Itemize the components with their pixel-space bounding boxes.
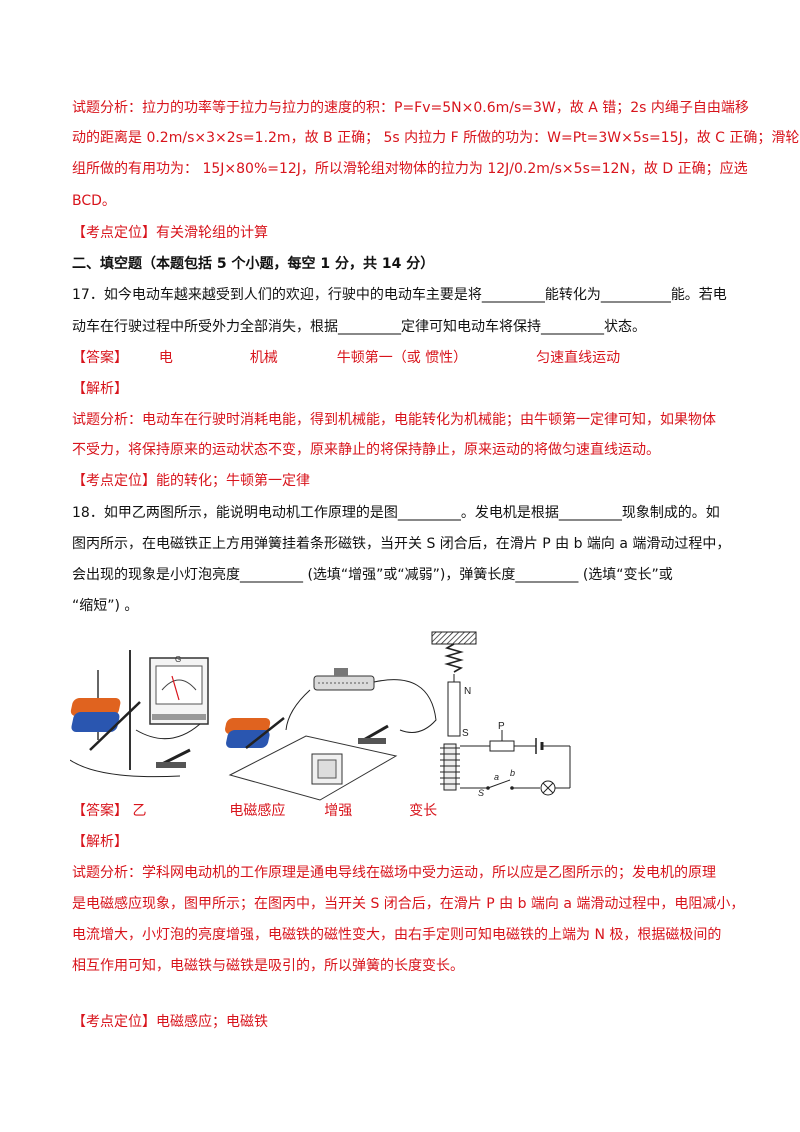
q17-analysis-line-1: 试题分析：电动车在行驶时消耗电能，得到机械能，电能转化为机械能；由牛顿第一定律可… [72, 412, 716, 428]
section-title: 二、填空题（本题包括 5 个小题，每空 1 分，共 14 分） [72, 256, 435, 272]
end-b-label: b [510, 768, 515, 778]
q18-answer-3: 增强 [324, 803, 353, 819]
q16-analysis-line-4: BCD。 [72, 193, 116, 209]
south-pole-label: S [462, 728, 469, 739]
q18-analysis-line-4: 相互作用可知，电磁铁与磁铁是吸引的，所以弹簧的长度变长。 [72, 958, 464, 974]
switch-label: S [478, 788, 484, 798]
q16-point: 【考点定位】有关滑轮组的计算 [72, 225, 268, 241]
q17-answer-1: 电 [158, 350, 173, 366]
q18-analysis-line-1: 试题分析：学科网电动机的工作原理是通电导线在磁场中受力运动，所以应是乙图所示的；… [72, 865, 716, 881]
q17-line-1: 17．如今电动车越来越受到人们的欢迎，行驶中的电动车主要是将_________能… [72, 287, 727, 303]
q17-point: 【考点定位】能的转化；牛顿第一定律 [72, 473, 310, 489]
q18-analysis-label: 【解析】 [72, 834, 128, 850]
north-pole-label: N [464, 686, 471, 697]
rheostat-icon [489, 740, 515, 752]
figure-a: G [70, 650, 209, 778]
q18-analysis-line-2: 是电磁感应现象，图甲所示；在图丙中，当开关 S 闭合后，在滑片 P 由 b 端向… [72, 896, 745, 912]
end-a-label: a [494, 772, 499, 782]
figure-c: N S P a b S [431, 631, 571, 798]
q16-analysis-line-3: 组所做的有用功为： 15J×80%=12J，所以滑轮组对物体的拉力为 12J/0… [72, 161, 748, 177]
q17-answer-row: 【答案】 电 机械 牛顿第一（或 惯性） 匀速直线运动 [72, 347, 620, 369]
q18-line-3: 会出现的现象是小灯泡亮度_________ (选填“增强”或“减弱”)，弹簧长度… [72, 567, 673, 583]
q18-answer-1: 乙 [132, 803, 147, 819]
q17-answer-label: 【答案】 [72, 350, 128, 366]
q18-answer-row: 【答案】 乙 电磁感应 增强 变长 [72, 800, 437, 822]
q18-answer-label: 【答案】 [72, 803, 128, 819]
q18-answer-4: 变长 [409, 803, 438, 819]
q18-point: 【考点定位】电磁感应；电磁铁 [72, 1014, 268, 1030]
q17-answer-4: 匀速直线运动 [536, 350, 621, 366]
q18-line-2: 图丙所示，在电磁铁正上方用弹簧挂着条形磁铁，当开关 S 闭合后，在滑片 P 由 … [72, 536, 731, 552]
q16-analysis-line-1: 试题分析：拉力的功率等于拉力与拉力的速度的积：P=Fv=5N×0.6m/s=3W… [72, 100, 749, 116]
q18-line-1: 18．如甲乙两图所示，能说明电动机工作原理的是图_________。发电机是根据… [72, 505, 720, 521]
slider-label: P [498, 721, 505, 732]
q17-analysis-label: 【解析】 [72, 381, 128, 397]
q17-analysis-line-2: 不受力，将保持原来的运动状态不变，原来静止的将保持静止，原来运动的将做匀速直线运… [72, 442, 660, 458]
galvanometer-label: G [175, 655, 181, 664]
q17-answer-3: 牛顿第一（或 惯性） [336, 350, 468, 366]
q16-analysis-line-2: 动的距离是 0.2m/s×3×2s=1.2m，故 B 正确； 5s 内拉力 F … [72, 130, 800, 146]
q17-line-2: 动车在行驶过程中所受外力全部消失，根据_________定律可知电动车将保持__… [72, 319, 646, 335]
q17-answer-2: 机械 [249, 350, 278, 366]
figure-b [225, 668, 437, 801]
q18-figures: G N S P [70, 631, 571, 801]
bar-magnet-icon [447, 681, 461, 737]
q18-line-4: “缩短”) 。 [72, 598, 139, 614]
q18-answer-2: 电磁感应 [229, 803, 286, 819]
q18-analysis-line-3: 电流增大，小灯泡的亮度增强，电磁铁的磁性变大，由右手定则可知电磁铁的上端为 N … [72, 927, 722, 943]
